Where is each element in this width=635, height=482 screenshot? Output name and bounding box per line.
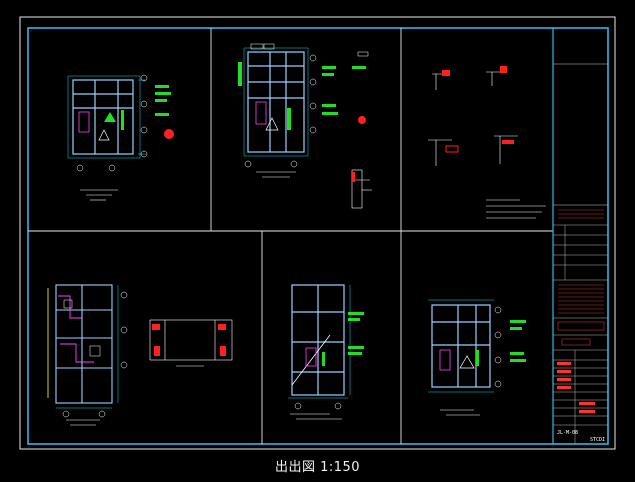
panel-top-right-details: [428, 66, 546, 219]
panel-bottom-right-plan: [428, 299, 526, 416]
panel-top-left-plan: [67, 74, 174, 201]
panel-top-middle-plan: [238, 43, 372, 209]
panel-bottom-left-plan: [47, 284, 233, 426]
title-block: JL-M-08 STCDI: [552, 28, 608, 444]
panel-bottom-middle-elevation: [288, 284, 364, 420]
drawing-frame: [27, 27, 609, 445]
drawing-caption: 出出図 1:150: [274, 460, 361, 475]
sheet-border: [19, 16, 616, 450]
panel-dividers: [28, 28, 553, 444]
drawing-number: JL-M-08: [557, 430, 578, 436]
stamp-label: STCDI: [590, 437, 605, 443]
